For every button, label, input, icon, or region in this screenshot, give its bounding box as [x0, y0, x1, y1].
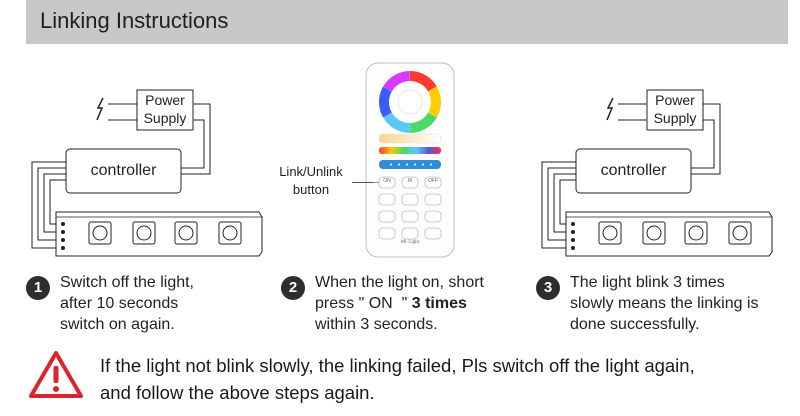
step-line: slowly means the linking is	[570, 295, 759, 312]
rainbow-bar	[379, 147, 441, 154]
step-number: 3	[536, 276, 560, 300]
m-button[interactable]: M	[407, 178, 413, 184]
power-label-2: Supply	[143, 110, 187, 126]
step-text: When the light on, short press " ON " 3 …	[315, 272, 484, 335]
warning-line2: and follow the above steps again.	[100, 382, 375, 403]
power-supply-box	[136, 89, 194, 131]
lightning-icon	[96, 97, 104, 121]
step-line-bold: 3 times	[411, 295, 467, 312]
power-label-2: Supply	[653, 110, 697, 126]
header-bar: Linking Instructions	[26, 0, 788, 44]
warning-text: If the light not blink slowly, the linki…	[100, 352, 695, 406]
on-button[interactable]: ON	[383, 178, 391, 184]
wiring-diagram-left: Power Supply controller	[26, 62, 266, 262]
power-supply-box	[646, 89, 704, 131]
step-line-pre: press " ON "	[315, 295, 412, 312]
warning-icon	[28, 350, 84, 405]
led-strip	[565, 211, 773, 257]
step-line: press " ON " 3 times	[315, 293, 484, 314]
step-text: Switch off the light, after 10 seconds s…	[60, 272, 194, 335]
link-unlink-label: Link/Unlink button	[268, 163, 354, 199]
color-wheel	[379, 71, 441, 133]
controller-label: controller	[600, 162, 667, 179]
warning-line1: If the light not blink slowly, the linki…	[100, 355, 695, 376]
controller-box	[65, 148, 182, 194]
power-label-1: Power	[145, 92, 185, 108]
page-title: Linking Instructions	[40, 8, 229, 33]
step-line: within 3 seconds.	[315, 316, 438, 333]
link-unlink-label-line2: button	[292, 182, 330, 197]
step-line: When the light on, short	[315, 274, 484, 291]
wiring-diagram-right: Power Supply controller	[536, 62, 776, 262]
step-line: Switch off the light,	[60, 274, 194, 291]
step-line: switch on again.	[60, 316, 175, 333]
led-strip	[55, 211, 263, 257]
pointer-line	[352, 182, 374, 183]
off-button[interactable]: OFF	[428, 178, 438, 184]
controller-box	[575, 148, 692, 194]
power-label-1: Power	[655, 92, 695, 108]
lightning-icon	[606, 97, 614, 121]
step-text: The light blink 3 times slowly means the…	[570, 272, 759, 335]
remote-control: ON M OFF Mi·Light	[365, 62, 455, 258]
brightness-bar	[379, 160, 441, 169]
controller-label: controller	[90, 162, 157, 179]
link-unlink-label-line1: Link/Unlink	[279, 164, 343, 179]
step-line: after 10 seconds	[60, 295, 179, 312]
step-number: 2	[281, 276, 305, 300]
warm-white-bar	[378, 133, 442, 144]
step-number: 1	[26, 276, 50, 300]
remote-brand: Mi·Light	[400, 240, 420, 245]
step-line: The light blink 3 times	[570, 274, 725, 291]
step-line: done successfully.	[570, 316, 700, 333]
